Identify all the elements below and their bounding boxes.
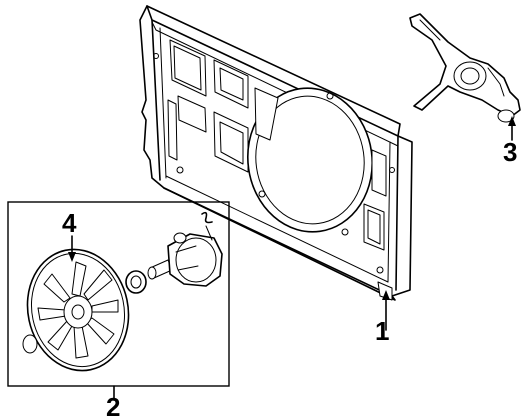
fan-assembly-group	[7, 201, 230, 387]
washer	[22, 334, 38, 354]
callout-3: 3	[503, 137, 517, 167]
fan-clutch-ring	[125, 270, 147, 294]
callout-2: 2	[106, 392, 120, 417]
leader-lines	[68, 116, 516, 401]
fan-motor	[147, 211, 223, 287]
radiator-support-panel	[139, 5, 413, 301]
group-box	[7, 201, 230, 387]
callout-1: 1	[375, 316, 389, 346]
fan-shroud-bracket	[409, 13, 521, 123]
cooling-fan-blade	[26, 248, 130, 372]
callout-4: 4	[62, 208, 77, 238]
